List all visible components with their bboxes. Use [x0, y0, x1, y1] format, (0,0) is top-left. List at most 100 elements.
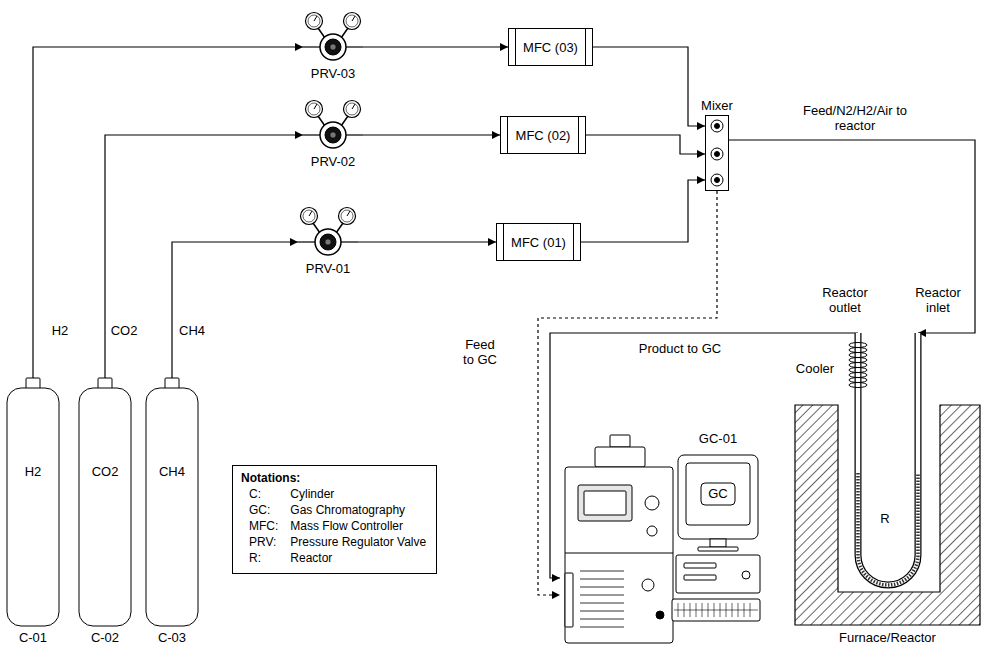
gauge-face: [346, 15, 358, 27]
pressure-gauge: [344, 13, 361, 30]
cylinder-body: [146, 388, 198, 626]
gauge-stem: [318, 116, 325, 126]
cooler-coil: [849, 368, 867, 373]
gas-cylinder: CO2C-02: [77, 378, 133, 648]
line-label: Feed/N2/H2/Air to reactor: [799, 103, 911, 133]
cylinder-tag: C-02: [71, 630, 139, 645]
mixer-label: Mixer: [701, 98, 733, 113]
gas-line: [33, 47, 303, 378]
pipe-stub: [303, 134, 320, 135]
pipe-stub: [341, 241, 358, 242]
line-label: Feed to GC: [458, 337, 502, 367]
part-label: Cooler: [794, 361, 836, 376]
gauge-stem: [318, 28, 325, 38]
valve-knob: [325, 127, 341, 143]
pipe-stub: [298, 241, 315, 242]
furnace-wall: [795, 405, 980, 625]
line-label: CO2: [109, 323, 140, 338]
cooler-coil: [849, 358, 867, 363]
monitor: [678, 455, 758, 539]
cooler-coil: [849, 343, 867, 348]
line-label: Product to GC: [637, 341, 723, 356]
mfc-end-line: [515, 29, 516, 65]
cylinder-gas: H2: [5, 464, 61, 479]
notation-heading: Notations:: [241, 471, 426, 486]
cooler-coil: [849, 383, 867, 388]
pressure-regulator-valve: PRV-01: [298, 203, 358, 281]
gas-line: [593, 47, 705, 126]
cylinder-outline: [144, 378, 200, 648]
gc-instrument: [565, 467, 673, 643]
drive-slot: [684, 563, 716, 568]
cylinder-body: [7, 388, 59, 626]
gc-vent: [580, 579, 624, 580]
pipe-stub: [346, 134, 363, 135]
gas-line: [363, 46, 508, 47]
cylinder-valve: [26, 378, 40, 389]
gc-vent: [580, 603, 624, 604]
gauge-needle: [314, 16, 317, 21]
gc-illustration: [560, 425, 760, 647]
mass-flow-controller: MFC (01): [496, 223, 581, 261]
valve-center: [330, 44, 336, 50]
gauge-needle: [352, 16, 355, 21]
cylinder-outline: [77, 378, 133, 648]
gauge-needle: [347, 211, 350, 216]
gas-line: [729, 140, 975, 333]
mixer-port: [711, 148, 723, 160]
gas-cylinder: CH4C-03: [144, 378, 200, 648]
reactor-illustration: [795, 333, 980, 650]
gc-display: [584, 491, 626, 515]
gc-tag: GC-01: [678, 431, 758, 446]
furnace-label: Furnace/Reactor: [795, 630, 980, 645]
mfc-end-line: [585, 29, 586, 65]
keyboard-row: [674, 610, 758, 611]
mfc-label: MFC (02): [516, 128, 571, 143]
gas-line: [581, 180, 705, 242]
cylinder-tag: C-01: [0, 630, 67, 645]
notation-meaning: Pressure Regulator Valve: [290, 535, 426, 550]
mfc-label: MFC (01): [511, 235, 566, 250]
notation-meaning: Cylinder: [290, 487, 426, 502]
gc-display-frame: [578, 485, 632, 521]
cylinder-valve: [165, 378, 179, 389]
computer-unit: [676, 555, 760, 593]
reactor-tag: R: [873, 511, 897, 526]
gc-vent: [580, 627, 624, 628]
mass-flow-controller: MFC (03): [508, 28, 593, 66]
gas-chromatograph: GC-01GC: [560, 425, 760, 647]
pressure-regulator-valve: PRV-02: [303, 96, 363, 174]
notation-box: Notations:C:CylinderGC:Gas Chromatograph…: [232, 465, 437, 574]
pressure-gauge: [306, 13, 323, 30]
mixer-port: [711, 120, 723, 132]
notation-meaning: Reactor: [290, 551, 426, 566]
gas-line: [172, 242, 298, 378]
mass-flow-controller: MFC (02): [500, 116, 586, 154]
line-label: CH4: [177, 323, 207, 338]
gauge-stem: [341, 28, 348, 38]
cylinder-valve: [98, 378, 112, 389]
screen-text: GC: [678, 486, 758, 501]
mixer-port: [711, 174, 723, 186]
gc-vent: [580, 595, 624, 596]
mixer-ports: [706, 116, 728, 190]
gc-panel-line: [565, 553, 673, 554]
gc-dial: [645, 496, 659, 510]
notation-meaning: Mass Flow Controller: [290, 519, 426, 534]
gauge-needle: [352, 104, 355, 109]
gc-vent: [580, 587, 624, 588]
mfc-end-line: [578, 117, 579, 153]
power-button: [742, 571, 750, 579]
gas-line: [358, 241, 496, 242]
cylinder-body: [79, 388, 131, 626]
part-label: Reactor inlet: [908, 285, 968, 315]
pipe-stub: [303, 46, 320, 47]
gc-dial: [647, 526, 657, 536]
pressure-gauge: [301, 208, 318, 225]
mfc-end-line: [507, 117, 508, 153]
gauge-stem: [341, 116, 348, 126]
cooler-coil: [849, 373, 867, 378]
drive-slot: [684, 575, 716, 580]
